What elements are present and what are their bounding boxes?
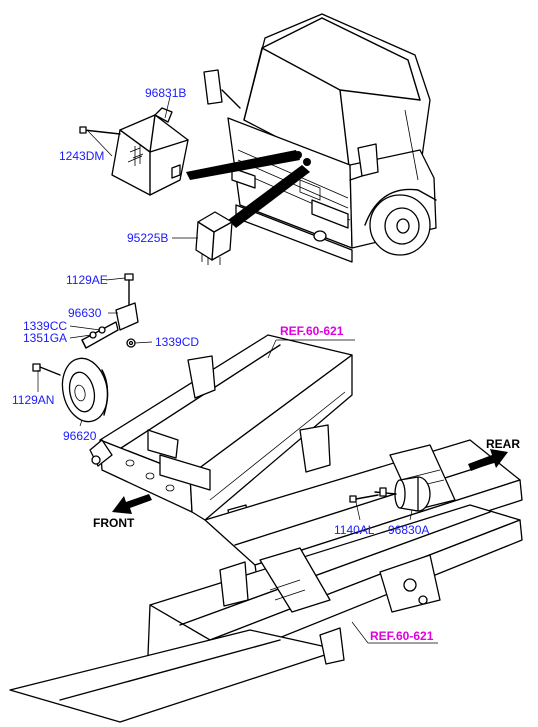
ref-label-bottom: REF.60-621 (370, 629, 434, 643)
bolt-1140AL-icon (349, 494, 379, 503)
bolt-1129AE-icon (124, 273, 134, 309)
bolt-1129AN-icon (32, 363, 61, 376)
front-arrow-icon (112, 494, 152, 514)
rear-arrow-icon (468, 449, 508, 471)
horn-relay-icon (111, 107, 189, 196)
bolt-1243DM-icon (79, 126, 121, 135)
leader-lines (37, 96, 438, 644)
label-1140AL: 1140AL (334, 523, 375, 537)
label-1339CC: 1339CC (23, 319, 67, 333)
label-1129AE: 1129AE (66, 273, 108, 287)
rear-label: REAR (486, 437, 520, 451)
label-1351GA: 1351GA (23, 331, 67, 345)
horn-bracket-icon (81, 302, 139, 349)
horn-disc-icon (61, 357, 109, 423)
front-label: FRONT (93, 516, 135, 530)
label-1243DM: 1243DM (59, 149, 104, 163)
relay-icon (195, 211, 233, 265)
nut-1339CD-icon (126, 338, 136, 348)
truck-cab-icon (203, 13, 437, 263)
label-1129AN: 1129AN (12, 393, 54, 407)
ref-label-top: REF.60-621 (280, 324, 344, 338)
location-arrows (186, 150, 311, 228)
label-95225B: 95225B (127, 231, 168, 245)
label-96831B: 96831B (145, 86, 186, 100)
rear-horn-icon (374, 476, 431, 512)
label-96630: 96630 (68, 306, 102, 320)
label-96830A: 96830A (388, 523, 429, 537)
label-1339CD: 1339CD (155, 335, 199, 349)
label-96620: 96620 (63, 429, 97, 443)
